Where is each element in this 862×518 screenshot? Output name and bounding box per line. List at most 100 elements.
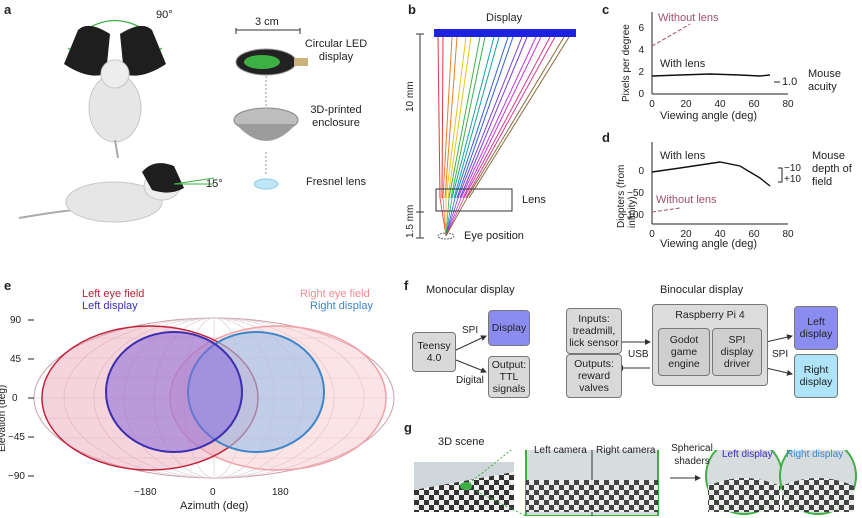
d-xtick: 20 — [680, 229, 692, 240]
display-bar — [434, 29, 576, 37]
c-with-lens: With lens — [660, 58, 706, 70]
c-xtick: 0 — [649, 99, 655, 110]
scene-label: 3D scene — [438, 436, 485, 448]
c-ytick: 6 — [638, 23, 644, 34]
light-ray — [454, 36, 509, 199]
light-ray — [456, 36, 514, 199]
eye-marker — [437, 232, 455, 240]
c-xtick: 60 — [748, 99, 760, 110]
mono-display-box: Display — [488, 310, 530, 346]
outputs-box: Outputs: reward valves — [566, 354, 622, 398]
light-ray — [445, 197, 465, 237]
d-xlabel: Viewing angle (deg) — [660, 238, 758, 250]
light-ray — [466, 36, 565, 199]
d-ytick: −50 — [627, 188, 644, 199]
d-without-lens: Without lens — [656, 194, 717, 206]
light-ray — [447, 36, 472, 199]
light-ray — [451, 36, 495, 199]
light-ray — [453, 36, 500, 199]
spi-label-mono: SPI — [462, 325, 479, 336]
light-ray — [445, 197, 453, 237]
e-ytick: 90 — [10, 315, 22, 326]
light-ray — [441, 36, 444, 199]
light-ray — [445, 197, 456, 237]
dim-10mm: 10 mm — [405, 81, 416, 112]
c-xlabel: Viewing angle (deg) — [660, 110, 758, 122]
lens-label: Lens — [522, 194, 546, 206]
e-xtick: 0 — [210, 487, 216, 498]
eye-position-label: Eye position — [464, 230, 524, 242]
light-ray — [465, 36, 556, 199]
e-xtick: 180 — [272, 487, 289, 498]
light-ray — [450, 36, 486, 199]
d-ytick: −100 — [621, 210, 644, 221]
inputs-box: Inputs: treadmill, lick sensor — [566, 308, 622, 354]
light-ray — [457, 36, 523, 199]
d-with-lens: With lens — [660, 150, 706, 162]
right-camera-label: Right camera — [596, 445, 656, 456]
shaders-label: Spherical shaders — [671, 443, 713, 467]
left-camera-label: Left camera — [534, 445, 587, 456]
visual-field-map — [28, 317, 395, 479]
right-eye-field-label: Right eye field — [300, 288, 370, 300]
light-ray — [445, 197, 462, 237]
usb-label: USB — [628, 349, 649, 360]
panel-b-label: b — [408, 2, 416, 17]
e-ytick: −90 — [8, 471, 25, 482]
light-ray — [442, 36, 453, 199]
light-ray — [459, 36, 528, 199]
rpi-label: Raspberry Pi 4 — [675, 309, 745, 321]
e-ytick: 45 — [10, 354, 22, 365]
d-mouse-p10: +10 — [784, 174, 801, 185]
ray-diagram — [416, 29, 576, 240]
left-display-box: Left display — [794, 306, 838, 350]
d-xtick: 40 — [714, 229, 726, 240]
panel-c-label: c — [602, 2, 610, 17]
light-ray — [439, 197, 447, 237]
c-ytick: 2 — [638, 67, 644, 78]
light-ray — [448, 36, 481, 199]
light-ray — [445, 197, 468, 237]
d-mouse-m10: −10 — [784, 163, 801, 174]
teensy-box: Teensy 4.0 — [412, 332, 456, 372]
spi-driver-box: SPI display driver — [712, 328, 762, 376]
right-display-label: Right display — [310, 300, 373, 312]
light-ray — [460, 36, 537, 199]
panel-d-label: d — [602, 130, 610, 145]
part-enclosure: 3D-printed enclosure — [310, 104, 362, 129]
d-xtick: 0 — [649, 229, 655, 240]
ttl-output-box: Output: TTL signals — [488, 356, 530, 398]
scene-view — [414, 450, 857, 516]
angle-90-label: 90° — [156, 9, 173, 21]
g-left-display-label: Left display — [722, 449, 773, 460]
light-ray — [444, 36, 458, 199]
e-ytick: −45 — [8, 432, 25, 443]
light-ray — [445, 197, 450, 237]
part-fresnel-lens: Fresnel lens — [306, 176, 366, 188]
c-ylabel: Pixels per degree — [621, 24, 632, 102]
monocular-title: Monocular display — [426, 284, 515, 296]
left-display-region — [105, 331, 243, 453]
g-right-display-label: Right display — [786, 449, 844, 460]
panel-a-label: a — [4, 2, 12, 17]
e-ytick: 0 — [12, 393, 18, 404]
spi-label-bino: SPI — [772, 349, 789, 360]
e-xlabel: Azimuth (deg) — [180, 500, 249, 512]
panel-f-label: f — [404, 278, 409, 293]
c-xtick: 80 — [782, 99, 794, 110]
panel-g-label: g — [404, 420, 412, 435]
light-ray — [468, 36, 570, 199]
d-xtick: 80 — [782, 229, 794, 240]
c-xtick: 40 — [714, 99, 726, 110]
left-eye-field-label: Left eye field — [82, 288, 145, 300]
light-ray — [442, 197, 447, 237]
e-ylabel: Elevation (deg) — [0, 384, 8, 452]
light-ray — [445, 197, 459, 237]
c-ytick: 4 — [638, 45, 644, 56]
mouse-top-view — [64, 19, 166, 158]
angle-15-label: 15° — [206, 178, 223, 190]
block-diagram-arrows — [455, 334, 793, 376]
c-xtick: 20 — [680, 99, 692, 110]
part-led-display: Circular LED display — [304, 38, 368, 63]
godot-box: Godot game engine — [658, 328, 710, 376]
